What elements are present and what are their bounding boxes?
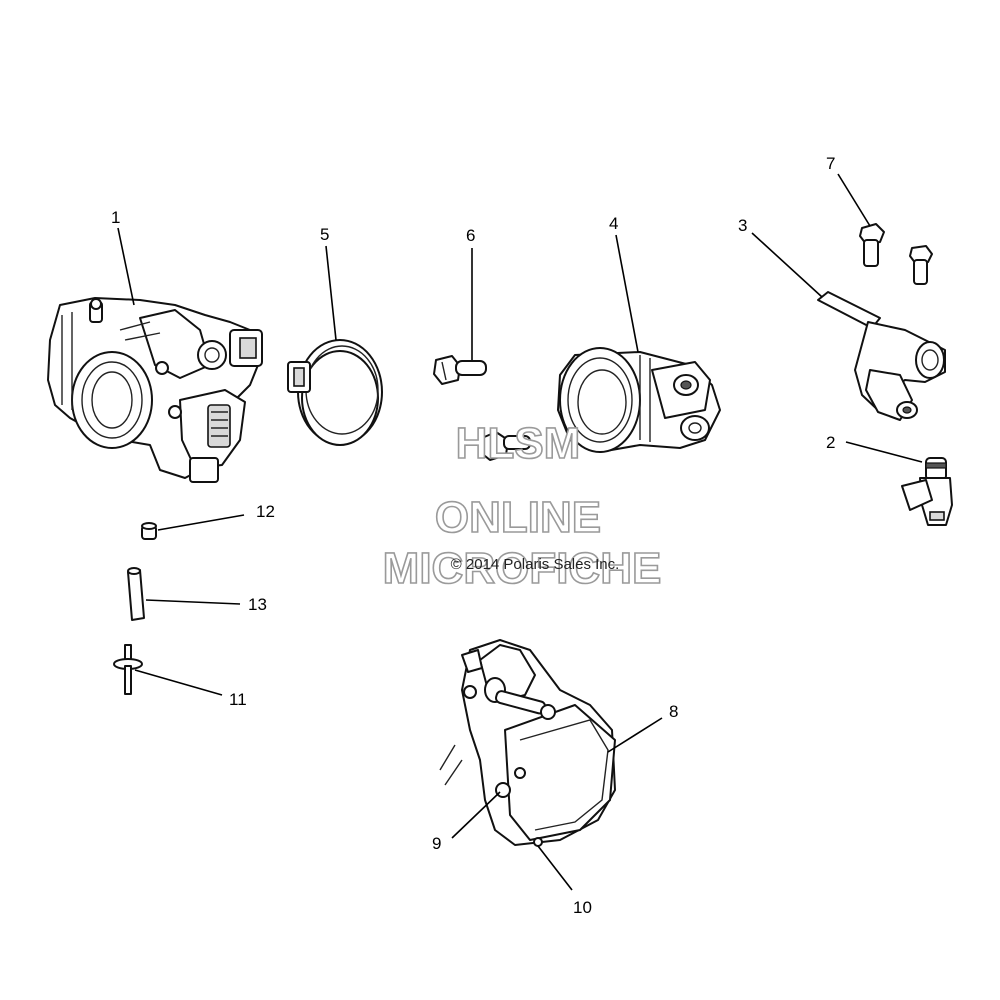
leader-11: [134, 669, 223, 696]
callout-6[interactable]: 6: [466, 226, 475, 245]
part-11-grommet[interactable]: [113, 644, 143, 695]
leader-10: [537, 845, 573, 891]
part-2-fuel-injector[interactable]: [901, 457, 953, 526]
callout-5[interactable]: 5: [320, 225, 329, 244]
callout-7[interactable]: 7: [826, 154, 835, 173]
callout-13[interactable]: 13: [248, 595, 267, 614]
part-5-hose-clamp[interactable]: [287, 339, 383, 446]
part-13-pin[interactable]: [127, 567, 145, 621]
callout-4[interactable]: 4: [609, 214, 618, 233]
leader-5: [325, 245, 337, 341]
watermark-line-3: MICROFICHE: [383, 544, 662, 593]
leader-7: [837, 173, 871, 227]
part-4-intake-adapter[interactable]: [557, 347, 721, 453]
part-6-bolt-secondary[interactable]: [479, 431, 531, 461]
leader-9: [451, 791, 501, 839]
part-7-screw[interactable]: [859, 223, 933, 285]
watermark-line-1: HLSM: [456, 419, 581, 468]
callout-3[interactable]: 3: [738, 216, 747, 235]
watermark: HLSM ONLINE MICROFICHE © 2014 Polaris Sa…: [382, 418, 662, 594]
leader-13: [145, 599, 241, 605]
leader-2: [845, 441, 923, 463]
callout-8[interactable]: 8: [669, 702, 678, 721]
callout-1[interactable]: 1: [111, 208, 120, 227]
part-8-throttle-body-assembly[interactable]: [439, 639, 616, 847]
callout-10[interactable]: 10: [573, 898, 592, 917]
callout-2[interactable]: 2: [826, 433, 835, 452]
callout-11[interactable]: 11: [229, 690, 247, 709]
leader-3: [751, 232, 823, 298]
leader-lines: [117, 173, 923, 891]
leader-8: [607, 717, 663, 753]
callout-12[interactable]: 12: [256, 502, 275, 521]
leader-4: [615, 234, 639, 353]
callout-numbers: 1 5 6 4 7 3 2 12 13 11 8 9 10: [111, 154, 835, 917]
part-3-fuel-rail[interactable]: [817, 291, 946, 421]
part-6-bolt[interactable]: [433, 355, 487, 385]
watermark-line-2: ONLINE: [435, 493, 601, 542]
callout-9[interactable]: 9: [432, 834, 441, 853]
leader-1: [117, 227, 135, 306]
part-1-throttle-body[interactable]: [47, 297, 263, 483]
leader-12: [157, 514, 245, 531]
copyright-text: © 2014 Polaris Sales Inc.: [451, 556, 620, 573]
part-12-bushing[interactable]: [141, 522, 157, 540]
